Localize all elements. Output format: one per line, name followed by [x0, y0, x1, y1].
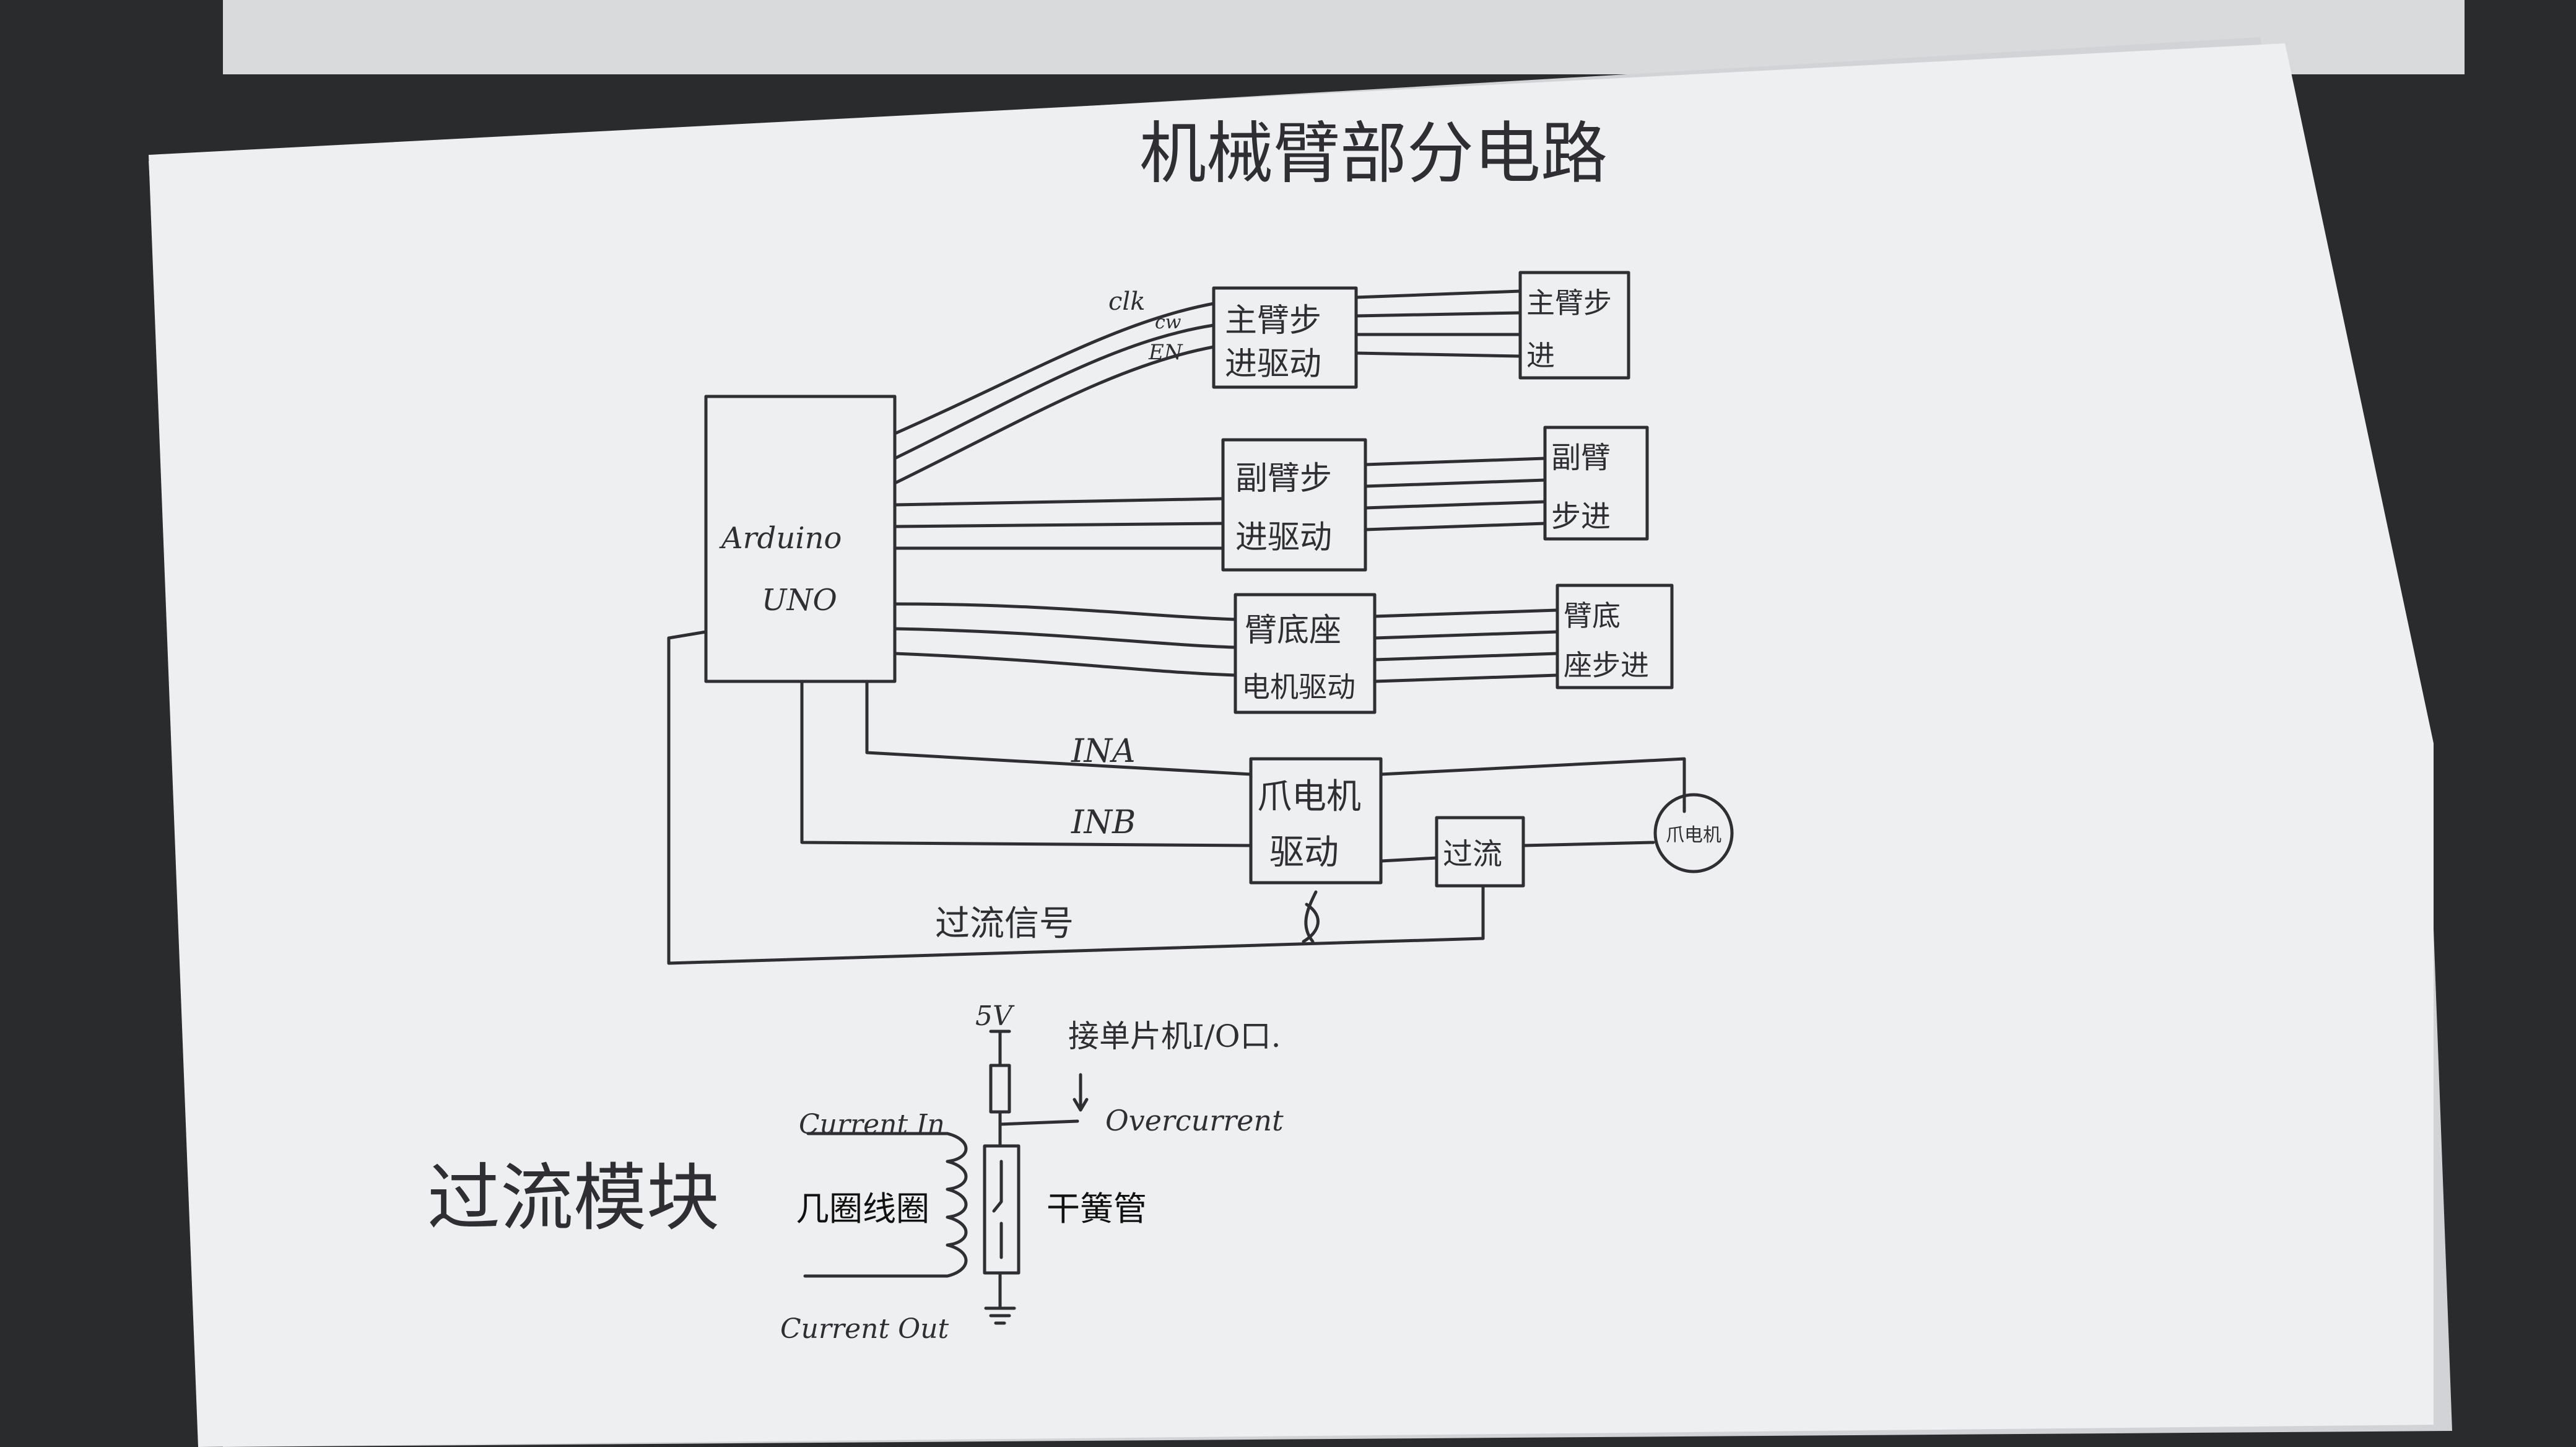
signal-ina-label: INA — [1071, 733, 1136, 770]
io-arrow — [1073, 1073, 1089, 1112]
wire-clk — [893, 302, 1216, 435]
base-driver-box — [1234, 593, 1377, 714]
ground-symbol — [984, 1306, 1016, 1325]
base-motor-wire-2 — [1373, 630, 1559, 640]
diagram-title: 机械臂部分电路 — [1139, 115, 1608, 193]
overcurrent-to-motor-wire — [1521, 841, 1655, 847]
wire-inb — [800, 680, 1253, 847]
sub-motor-wire-1 — [1364, 457, 1547, 466]
claw-motor-label: 爪电机 — [1666, 824, 1721, 846]
overcurrent-feedback-wire — [667, 630, 1485, 965]
sub-motor-wire-4 — [1364, 522, 1547, 531]
arduino-label-line2: UNO — [762, 583, 837, 618]
sub-motor-box — [1543, 426, 1649, 541]
base-wire-3 — [893, 652, 1237, 677]
signal-en-label: EN — [1148, 340, 1183, 365]
io-note-label: 接单片机I/O口. — [1068, 1018, 1281, 1054]
ink-scribble — [1302, 890, 1320, 943]
reed-switch-contacts — [992, 1160, 1003, 1259]
sub-wire-1 — [893, 497, 1225, 507]
main-motor-label-line1: 主臂步 — [1526, 286, 1612, 320]
base-driver-label-line2: 电机驱动 — [1242, 670, 1355, 704]
sub-driver-label-line2: 进驱动 — [1235, 519, 1332, 556]
claw-motor-wire-a — [1379, 757, 1686, 813]
sub-driver-box — [1221, 438, 1367, 572]
wire-en — [893, 345, 1216, 485]
paper-sheet — [149, 43, 2434, 1447]
coil-label: 几圈线圈 — [796, 1189, 929, 1228]
overcurrent-output-label: Overcurrent — [1105, 1104, 1284, 1137]
main-driver-label-line2: 进驱动 — [1225, 346, 1321, 383]
base-wire-2 — [893, 627, 1237, 649]
coil-winding — [803, 1132, 968, 1278]
sub-wire-2 — [893, 522, 1225, 528]
driver-to-overcurrent-wire — [1379, 856, 1438, 863]
current-in-label: Current In — [799, 1109, 945, 1140]
supply-label: 5V — [975, 1000, 1015, 1032]
main-motor-wire-1 — [1354, 289, 1522, 299]
signal-clk-label: clk — [1108, 287, 1145, 316]
claw-driver-label-line2: 驱动 — [1269, 833, 1339, 873]
module-title: 过流模块 — [427, 1155, 720, 1241]
sub-motor-wire-3 — [1364, 500, 1547, 510]
sub-motor-label-line1: 副臂 — [1551, 440, 1611, 475]
base-wire-1 — [893, 602, 1237, 621]
claw-motor-circle — [1653, 793, 1734, 873]
main-motor-box — [1518, 271, 1630, 380]
base-motor-box — [1556, 584, 1674, 689]
sub-motor-label-line2: 步进 — [1551, 499, 1611, 534]
main-driver-label-line1: 主臂步 — [1225, 302, 1321, 339]
wire-cw — [893, 323, 1216, 460]
circuit-diagram — [667, 271, 1734, 1325]
overcurrent-box-label: 过流 — [1443, 837, 1502, 872]
main-motor-wire-4 — [1354, 351, 1522, 358]
wire-ina — [865, 680, 1253, 776]
signal-cw-label: cw — [1155, 312, 1181, 333]
claw-driver-box — [1249, 757, 1383, 885]
base-motor-wire-4 — [1373, 673, 1559, 683]
base-motor-wire-3 — [1373, 652, 1559, 662]
base-driver-label-line1: 臂底座 — [1245, 612, 1341, 649]
base-motor-wire-1 — [1373, 608, 1559, 618]
sub-driver-label-line1: 副臂步 — [1235, 460, 1332, 497]
base-motor-label-line1: 臂底 — [1564, 599, 1621, 632]
main-motor-wire-2 — [1354, 311, 1522, 318]
signal-inb-label: INB — [1071, 804, 1136, 841]
main-driver-box — [1212, 286, 1358, 389]
main-motor-label-line2: 进 — [1526, 339, 1555, 372]
claw-driver-label-line1: 爪电机 — [1257, 777, 1361, 817]
current-out-label: Current Out — [780, 1313, 949, 1345]
overcurrent-output-wire — [998, 1119, 1079, 1126]
overcurrent-box — [1435, 816, 1525, 888]
overcurrent-signal-label: 过流信号 — [935, 904, 1074, 944]
arduino-label-line1: Arduino — [719, 521, 842, 556]
sub-motor-wire-2 — [1364, 478, 1547, 488]
reed-switch-label: 干簧管 — [1046, 1189, 1147, 1228]
base-motor-label-line2: 座步进 — [1564, 649, 1649, 682]
